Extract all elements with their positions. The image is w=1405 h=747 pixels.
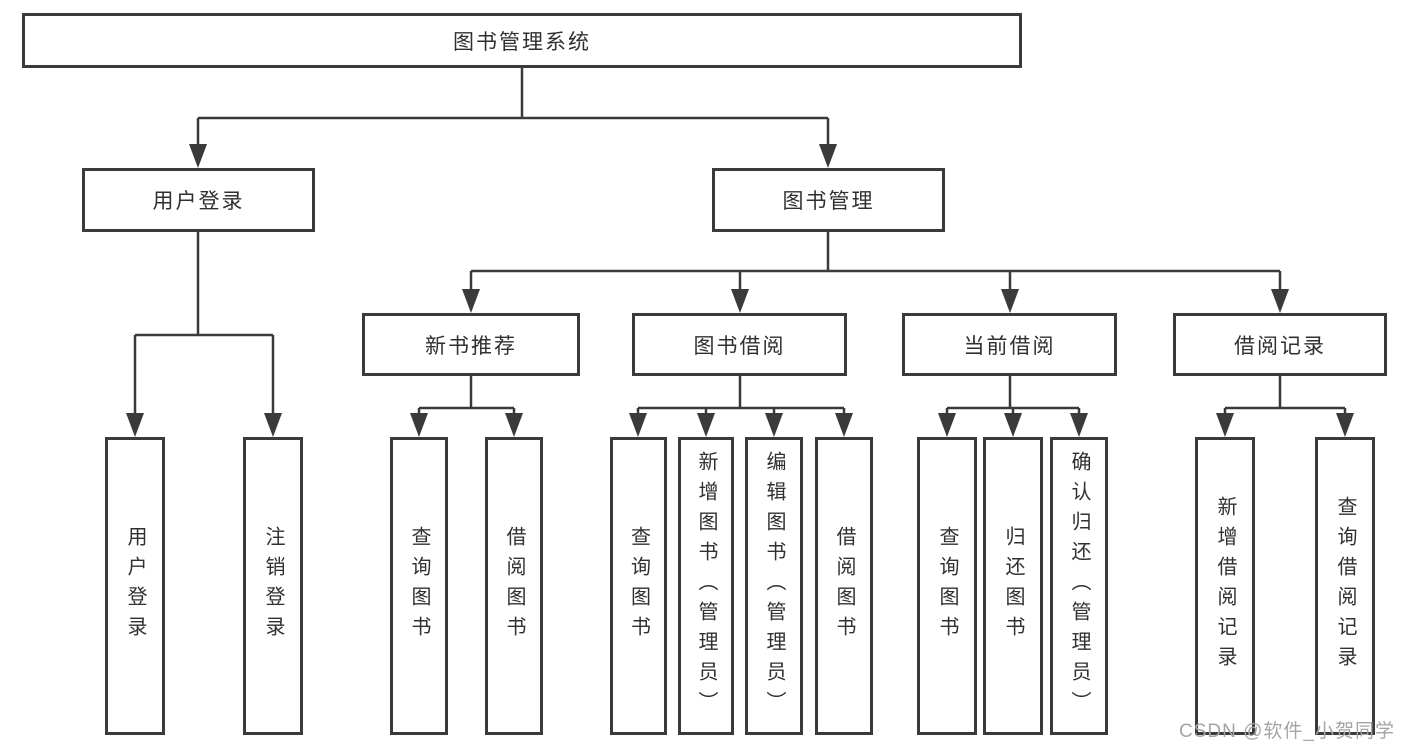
leaf-query-books-3: 查询图书 [917, 437, 977, 735]
leaf-edit-book-admin-label: 编辑图书（管理员） [763, 451, 785, 721]
leaf-query-books-3-label: 查询图书 [936, 526, 958, 646]
connector-strokes [133, 68, 1347, 415]
leaf-borrow-books-1-label: 借阅图书 [503, 526, 525, 646]
leaf-query-books-1-label: 查询图书 [408, 526, 430, 646]
leaf-add-borrow-record: 新增借阅记录 [1195, 437, 1255, 735]
node-new-book-recommend-label: 新书推荐 [425, 334, 517, 358]
leaf-add-book-admin: 新增图书（管理员） [678, 437, 734, 735]
node-new-book-recommend: 新书推荐 [362, 313, 580, 376]
connector-arrowheads [126, 144, 1354, 437]
leaf-confirm-return-admin: 确认归还（管理员） [1050, 437, 1108, 735]
leaf-add-borrow-record-label: 新增借阅记录 [1214, 496, 1236, 676]
node-book-management-label: 图书管理 [782, 190, 875, 213]
leaf-query-books-2-label: 查询图书 [627, 526, 650, 646]
leaf-query-books-2: 查询图书 [610, 437, 667, 735]
leaf-borrow-books-2-label: 借阅图书 [833, 526, 855, 646]
csdn-watermark: CSDN @软件_小贺同学 [1179, 721, 1395, 742]
leaf-return-book: 归还图书 [983, 437, 1043, 735]
leaf-return-book-label: 归还图书 [1002, 526, 1024, 646]
leaf-query-books-1: 查询图书 [390, 437, 448, 735]
leaf-logout: 注销登录 [243, 437, 303, 735]
node-user-login-label: 用户登录 [152, 190, 245, 213]
node-book-management: 图书管理 [712, 168, 945, 232]
leaf-confirm-return-admin-label: 确认归还（管理员） [1068, 451, 1090, 721]
leaf-borrow-books-2: 借阅图书 [815, 437, 873, 735]
node-user-login: 用户登录 [82, 168, 315, 232]
node-borrow-records-label: 借阅记录 [1234, 334, 1326, 358]
node-book-borrow: 图书借阅 [632, 313, 847, 376]
leaf-user-login-label: 用户登录 [124, 526, 146, 646]
node-library-system: 图书管理系统 [22, 13, 1022, 68]
node-library-system-label: 图书管理系统 [453, 30, 591, 54]
leaf-borrow-books-1: 借阅图书 [485, 437, 543, 735]
node-borrow-records: 借阅记录 [1173, 313, 1387, 376]
leaf-user-login: 用户登录 [105, 437, 165, 735]
node-current-borrow: 当前借阅 [902, 313, 1117, 376]
leaf-logout-label: 注销登录 [262, 526, 284, 646]
node-book-borrow-label: 图书借阅 [693, 334, 786, 358]
leaf-edit-book-admin: 编辑图书（管理员） [745, 437, 803, 735]
leaf-query-borrow-record-label: 查询借阅记录 [1334, 496, 1356, 676]
leaf-add-book-admin-label: 新增图书（管理员） [695, 451, 717, 721]
node-current-borrow-label: 当前借阅 [963, 334, 1056, 358]
leaf-query-borrow-record: 查询借阅记录 [1315, 437, 1375, 735]
